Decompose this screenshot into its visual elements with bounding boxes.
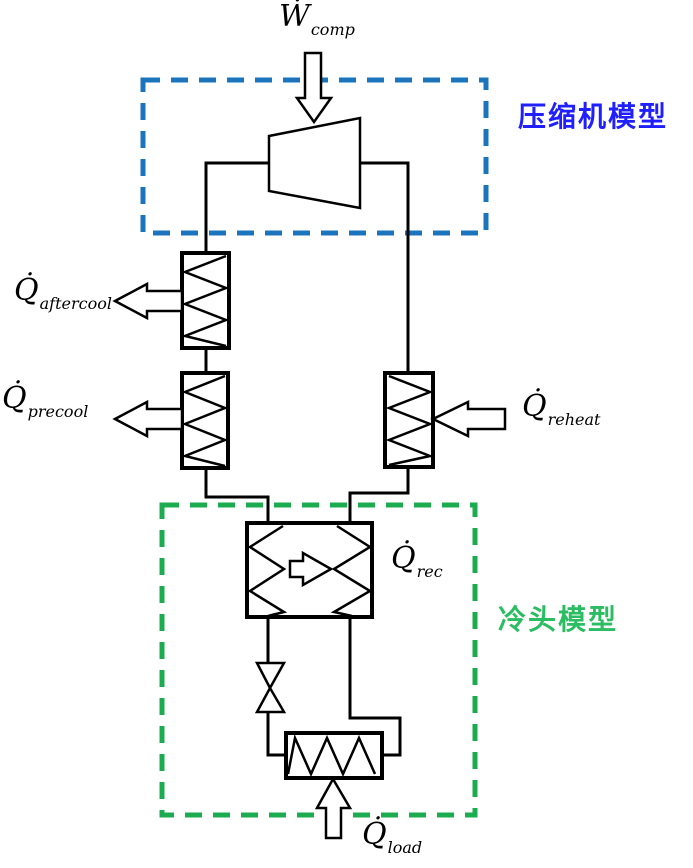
pipe-right-to-reheater	[360, 161, 410, 373]
q-rec-subscript: rec	[416, 562, 443, 581]
recuperator-heat-transfer-arrow-icon	[288, 550, 334, 588]
precooler-coil-icon	[180, 374, 229, 468]
pipe-precooler-to-recuperator	[204, 468, 270, 523]
q-precool-symbol: Q̇	[2, 381, 27, 416]
reheat-heat-in-arrow-icon	[430, 400, 507, 438]
q-load-symbol: Q̇	[362, 817, 387, 852]
recuperator-right-coil-icon	[330, 524, 373, 618]
q-rec-label: Q̇rec	[391, 541, 443, 580]
precool-heat-out-arrow-icon	[112, 399, 184, 439]
q-aftercool-label: Q̇aftercool	[14, 273, 112, 312]
q-rec-symbol: Q̇	[391, 541, 416, 576]
pipe-valve-to-load-hx	[266, 712, 286, 757]
q-aftercool-symbol: Q̇	[14, 273, 39, 308]
pipe-compressor-outlet-left	[204, 161, 269, 253]
load-hx-body	[284, 731, 384, 780]
load-hx-coil-icon	[286, 733, 377, 778]
aftercooler-coil-icon	[180, 254, 230, 348]
pipe-reheater-to-recuperator	[348, 467, 410, 523]
q-precool-label: Q̇precool	[2, 381, 88, 420]
reheater-heat-exchanger	[383, 371, 435, 469]
q-load-subscript: load	[387, 838, 423, 857]
recuperator-heat-exchanger	[245, 521, 374, 619]
load-heat-in-arrow-icon	[314, 776, 353, 840]
w-comp-symbol: Ẇ	[279, 0, 310, 34]
q-load-label: Q̇load	[362, 817, 422, 856]
w-comp-subscript: comp	[310, 20, 355, 39]
reheater-coil-icon	[385, 374, 435, 467]
load-heat-exchanger	[284, 731, 384, 780]
aftercool-heat-out-arrow-icon	[112, 281, 184, 321]
q-aftercool-subscript: aftercool	[39, 294, 112, 313]
cold-head-model-label: 冷头模型	[498, 603, 619, 636]
aftercooler-heat-exchanger	[180, 251, 231, 350]
pipe-load-hx-to-recuperator	[348, 617, 402, 757]
recuperator-left-coil-icon	[247, 524, 288, 618]
cold-head-model-boundary-box	[159, 502, 478, 818]
q-precool-subscript: precool	[27, 402, 89, 421]
reheater-body	[383, 371, 435, 469]
compressor-symbol	[267, 116, 362, 210]
valve-lower-triangle	[254, 685, 287, 714]
precooler-heat-exchanger	[180, 371, 230, 470]
q-reheat-symbol: Q̇	[522, 389, 547, 424]
q-reheat-label: Q̇reheat	[522, 389, 600, 428]
expansion-valve-symbol	[254, 661, 287, 714]
valve-upper-triangle	[254, 661, 287, 691]
q-reheat-subscript: reheat	[547, 410, 601, 429]
w-comp-label: Ẇcomp	[279, 0, 355, 38]
work-input-arrow-icon	[294, 51, 334, 125]
recuperator-body	[245, 521, 374, 619]
compressor-model-label: 压缩机模型	[518, 100, 669, 133]
